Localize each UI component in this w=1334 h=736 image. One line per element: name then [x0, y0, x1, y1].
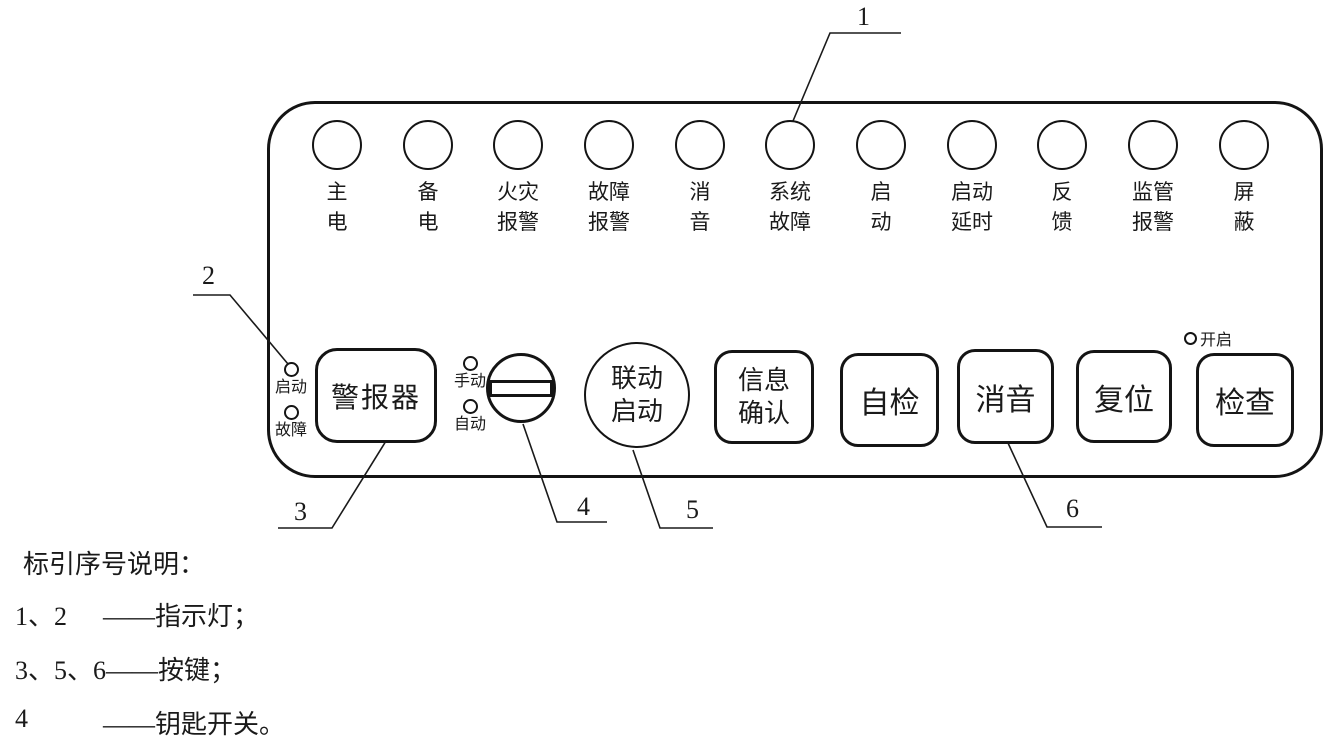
info-confirm-label-line1: 信息	[737, 366, 790, 395]
indicator-lamp	[765, 120, 815, 170]
indicator-label: 反馈	[1051, 180, 1073, 234]
check-label: 检查	[1215, 387, 1275, 420]
legend-item-lamps: 1、2 ——指示灯；	[15, 596, 515, 633]
manual-mode-lamp-label: 手动	[453, 373, 486, 390]
check-enable-lamp-icon	[1184, 331, 1197, 345]
sounder-button[interactable]: 警报器	[315, 348, 437, 443]
check-enable-lamp-group: 开启	[1184, 326, 1232, 350]
legend-item-buttons: 3、5、6 ——按键；	[15, 650, 515, 687]
self-test-label: 自检	[859, 387, 920, 420]
indicator-main-power: 主电	[292, 120, 382, 237]
indicator-backup-power: 备电	[383, 120, 473, 237]
mute-label: 消音	[975, 383, 1036, 417]
mode-lamp-group: 手动 自动	[444, 356, 496, 434]
manual-mode-lamp-icon	[462, 356, 478, 371]
sounder-fault-lamp-label: 故障	[274, 422, 307, 439]
legend-item-desc: ——按键；	[106, 656, 237, 685]
indicator-lamp	[312, 120, 362, 170]
sounder-button-label: 警报器	[330, 382, 421, 414]
mute-button[interactable]: 消音	[957, 349, 1054, 444]
linkage-start-label-line1: 联动	[610, 364, 663, 393]
callout-number-6: 6	[1066, 494, 1079, 523]
indicator-label: 备电	[417, 180, 439, 234]
sounder-lamp-group: 启动 故障	[264, 362, 318, 440]
legend-item-ids: 3、5、6	[15, 656, 107, 685]
indicator-label: 火灾报警	[497, 180, 539, 234]
indicator-label: 主电	[326, 180, 348, 234]
reset-button[interactable]: 复位	[1076, 350, 1172, 443]
legend-item-desc: ——指示灯；	[103, 602, 260, 631]
indicator-fire-alarm: 火灾报警	[473, 120, 563, 237]
auto-mode-lamp-label: 自动	[453, 416, 486, 433]
indicator-start: 启动	[836, 120, 926, 237]
callout-number-1: 1	[857, 2, 870, 31]
legend: 标引序号说明： 1、2 ——指示灯； 3、5、6 ——按键； 4 ——钥匙开关。	[15, 544, 515, 736]
legend-item-keyswitch: 4 ——钥匙开关。	[15, 704, 515, 736]
self-test-button[interactable]: 自检	[840, 353, 939, 447]
indicator-shield: 屏蔽	[1199, 120, 1289, 237]
indicator-lamp	[1037, 120, 1087, 170]
indicator-label: 消音	[689, 180, 711, 234]
info-confirm-label-line2: 确认	[737, 399, 790, 428]
indicator-lamp	[584, 120, 634, 170]
sounder-fault-lamp-icon	[283, 405, 299, 420]
linkage-start-button[interactable]: 联动 启动	[584, 342, 690, 448]
legend-item-ids: 1、2	[15, 602, 68, 631]
legend-item-ids: 4	[15, 704, 28, 733]
callout-number-2: 2	[202, 261, 215, 290]
check-button[interactable]: 检查	[1196, 353, 1294, 447]
linkage-start-label-line2: 启动	[610, 397, 663, 426]
indicator-supervisory-alarm: 监管报警	[1108, 120, 1198, 237]
legend-title: 标引序号说明：	[23, 550, 206, 579]
indicator-lamp	[675, 120, 725, 170]
indicator-label: 故障报警	[588, 180, 630, 234]
sounder-start-lamp-icon	[283, 362, 299, 377]
key-switch[interactable]	[486, 353, 556, 423]
indicator-lamp	[403, 120, 453, 170]
indicator-label: 屏蔽	[1233, 180, 1255, 234]
indicator-lamp	[947, 120, 997, 170]
indicator-label: 启动	[870, 180, 892, 234]
indicator-label: 启动延时	[951, 180, 993, 234]
legend-item-desc: ——钥匙开关。	[103, 710, 286, 736]
callout-number-4: 4	[577, 492, 590, 521]
callout-number-5: 5	[686, 495, 699, 524]
indicator-label: 系统故障	[769, 180, 811, 234]
reset-label: 复位	[1094, 383, 1154, 417]
auto-mode-lamp-icon	[462, 399, 478, 414]
indicator-mute: 消音	[655, 120, 745, 237]
check-enable-lamp-label: 开启	[1200, 332, 1233, 349]
key-slot-icon	[489, 379, 553, 397]
indicator-lamp	[856, 120, 906, 170]
indicator-fault-alarm: 故障报警	[564, 120, 654, 237]
callout-number-3: 3	[294, 497, 307, 526]
indicator-feedback: 反馈	[1017, 120, 1107, 237]
info-confirm-button[interactable]: 信息 确认	[714, 350, 814, 444]
sounder-start-lamp-label: 启动	[274, 379, 307, 396]
indicator-label: 监管报警	[1132, 180, 1174, 234]
indicator-lamp	[493, 120, 543, 170]
indicator-lamp	[1128, 120, 1178, 170]
indicator-lamp	[1219, 120, 1269, 170]
indicator-start-delay: 启动延时	[927, 120, 1017, 237]
indicator-system-fault: 系统故障	[745, 120, 835, 237]
